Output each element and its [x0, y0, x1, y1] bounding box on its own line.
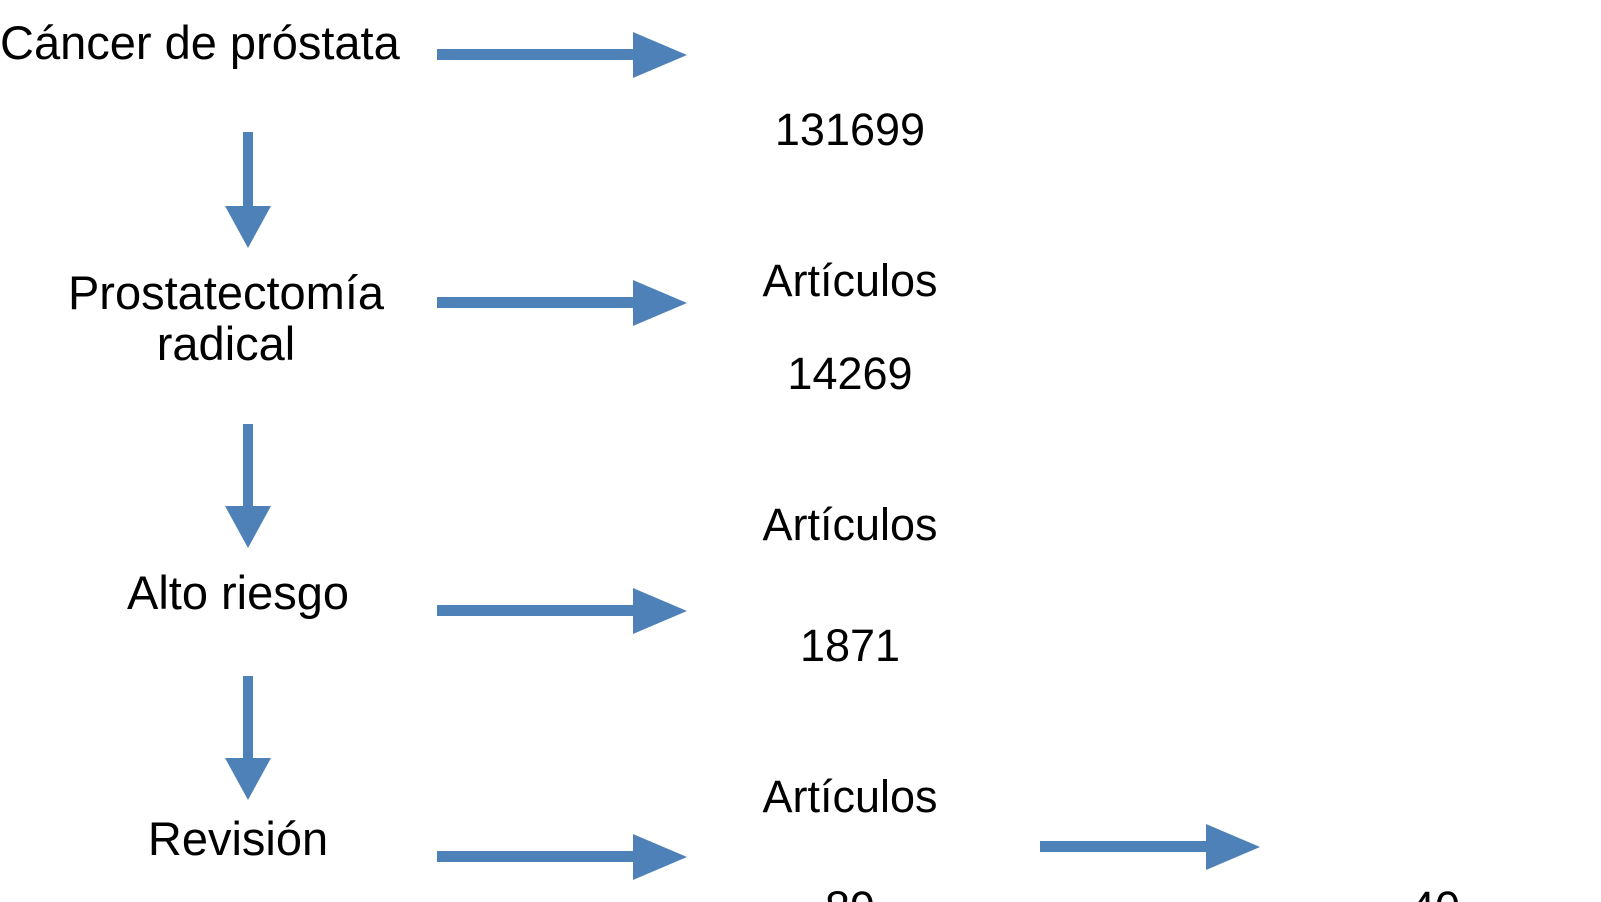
- count-value: 131699: [774, 103, 926, 155]
- stage-label-prostatectomia-radical: Prostatectomía radical: [67, 266, 385, 370]
- stage-label-alto-riesgo: Alto riesgo: [126, 566, 350, 619]
- count-value: 1871: [799, 619, 901, 671]
- arrow-right-icon: [437, 32, 687, 78]
- count-label-prostatectomia-radical: 14269 Artículos: [700, 248, 1000, 651]
- count-label-alto-riesgo: 1871 Artículos: [700, 520, 1000, 902]
- arrow-right-icon: [437, 588, 687, 634]
- stage-label-revision: Revisión: [147, 812, 329, 865]
- arrow-down-icon: [222, 424, 274, 548]
- arrow-right-icon: [437, 280, 687, 326]
- arrow-right-icon: [1040, 824, 1260, 870]
- arrow-right-icon: [437, 834, 687, 880]
- count-unit: Artículos: [762, 498, 938, 550]
- arrow-down-icon: [222, 132, 274, 248]
- count-value: 89: [700, 882, 1000, 902]
- count-unit: Artículos: [762, 254, 938, 306]
- count-label-revision: 89 Artículos: [700, 782, 1000, 902]
- count-value: 40: [1272, 882, 1598, 902]
- count-unit: Artículos: [762, 770, 938, 822]
- stage-label-cancer-de-prostata: Cáncer de próstata: [0, 16, 400, 69]
- count-label-cancer-de-prostata: 131699 Artículos: [700, 4, 1000, 407]
- count-value: 14269: [787, 347, 913, 399]
- count-label-seleccionados: 40 Seleccionados: [1272, 782, 1598, 902]
- arrow-down-icon: [222, 676, 274, 800]
